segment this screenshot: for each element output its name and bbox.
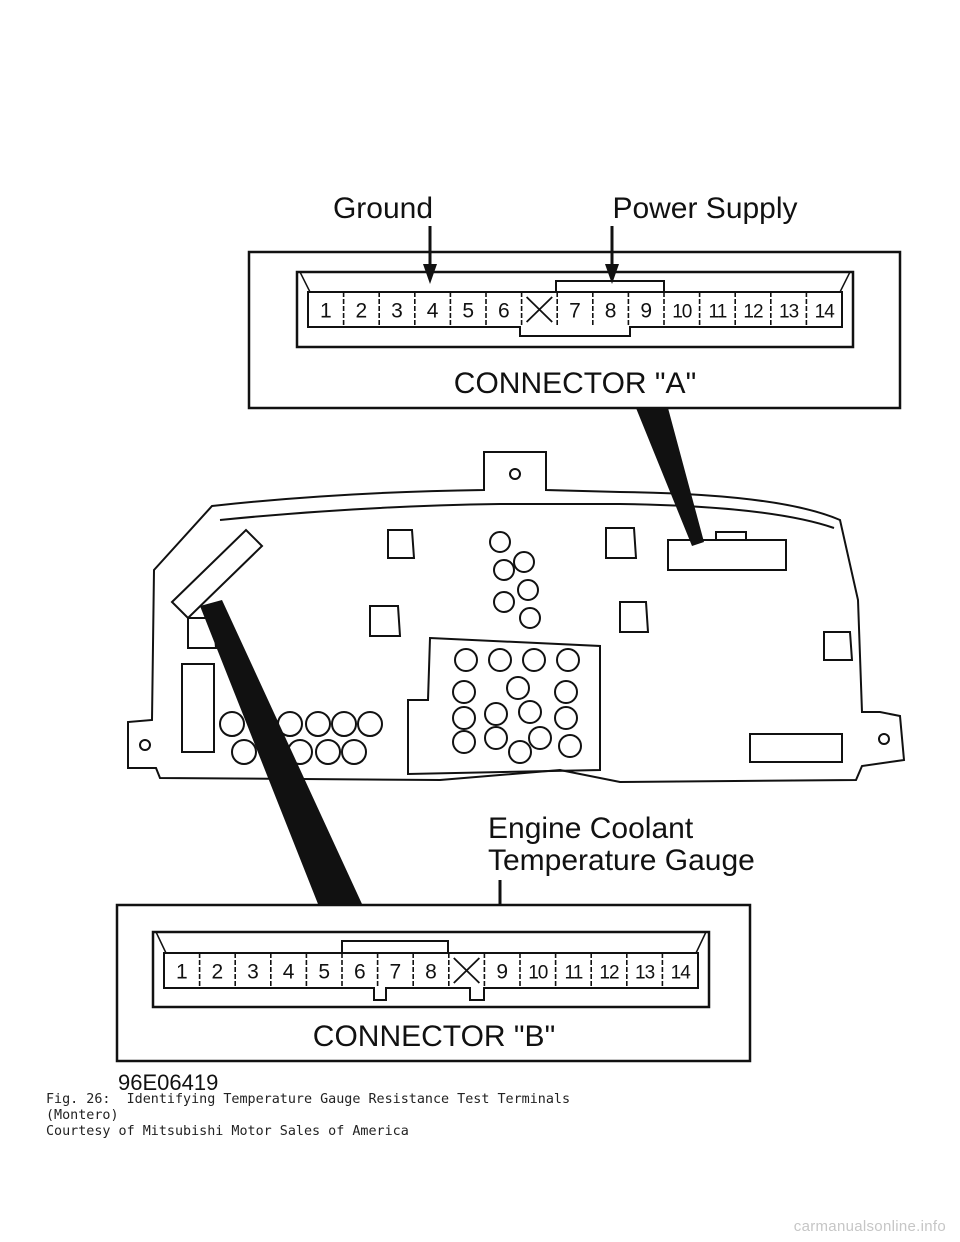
connector-b-pin-13: 13 [635,963,655,984]
connector-a-pin-4: 4 [427,300,439,323]
figure-caption: Fig. 26: Identifying Temperature Gauge R… [46,1092,806,1140]
connector-a-pin-11: 11 [709,302,727,323]
leader-to-connector-b [200,600,362,904]
connector-a-pin-2: 2 [356,300,368,323]
connector-b-pin-3: 3 [247,961,259,984]
connector-b-pin-12: 12 [599,963,619,984]
figure-code: 96E06419 [118,1070,218,1095]
connector-a-pin-13: 13 [779,302,799,323]
leader-to-connector-a [636,408,704,546]
connector-a-pin-7: 7 [569,300,581,323]
connector-b-pin-2: 2 [212,961,224,984]
connector-a-title: CONNECTOR "A" [454,367,696,400]
connector-b-pin-5: 5 [318,961,330,984]
connector-a-pin-3: 3 [391,300,403,323]
connector-a-pin-8: 8 [605,300,617,323]
power-supply-arrow [605,226,619,284]
ground-arrow [423,226,437,284]
connector-a-pin-14: 14 [815,302,836,323]
connector-a-pin-9: 9 [640,300,652,323]
power-supply-label: Power Supply [612,192,797,225]
connector-b-pin-7: 7 [390,961,402,984]
connector-b-pin-6: 6 [354,961,366,984]
connector-a-pin-1: 1 [320,300,332,323]
caption-line-2: (Montero) [46,1108,119,1123]
watermark: carmanualsonline.info [793,1218,946,1235]
caption-line-1: Fig. 26: Identifying Temperature Gauge R… [46,1092,571,1107]
ect-gauge-label-line2: Temperature Gauge [488,844,755,877]
connector-b-pin-10: 10 [528,963,548,984]
connector-b-pin-4: 4 [283,961,295,984]
connector-b-pin-blank [453,957,481,984]
combination-meter-rear [127,451,906,784]
connector-b-pin-11: 11 [565,963,583,984]
connector-a-pin-10: 10 [672,302,692,323]
connector-b-pin-1: 1 [176,961,188,984]
connector-b-title: CONNECTOR "B" [313,1020,555,1053]
connector-a-pin-12: 12 [743,302,763,323]
connector-b-pin-9: 9 [496,961,508,984]
connector-b-pin-8: 8 [425,961,437,984]
connector-a-pin-blank [525,296,553,323]
connector-a-pin-6: 6 [498,300,510,323]
ect-gauge-label-line1: Engine Coolant [488,812,694,845]
caption-line-3: Courtesy of Mitsubishi Motor Sales of Am… [46,1124,409,1139]
ground-label: Ground [333,192,433,225]
connector-b-pin-14: 14 [671,963,692,984]
connector-a-pin-5: 5 [462,300,474,323]
